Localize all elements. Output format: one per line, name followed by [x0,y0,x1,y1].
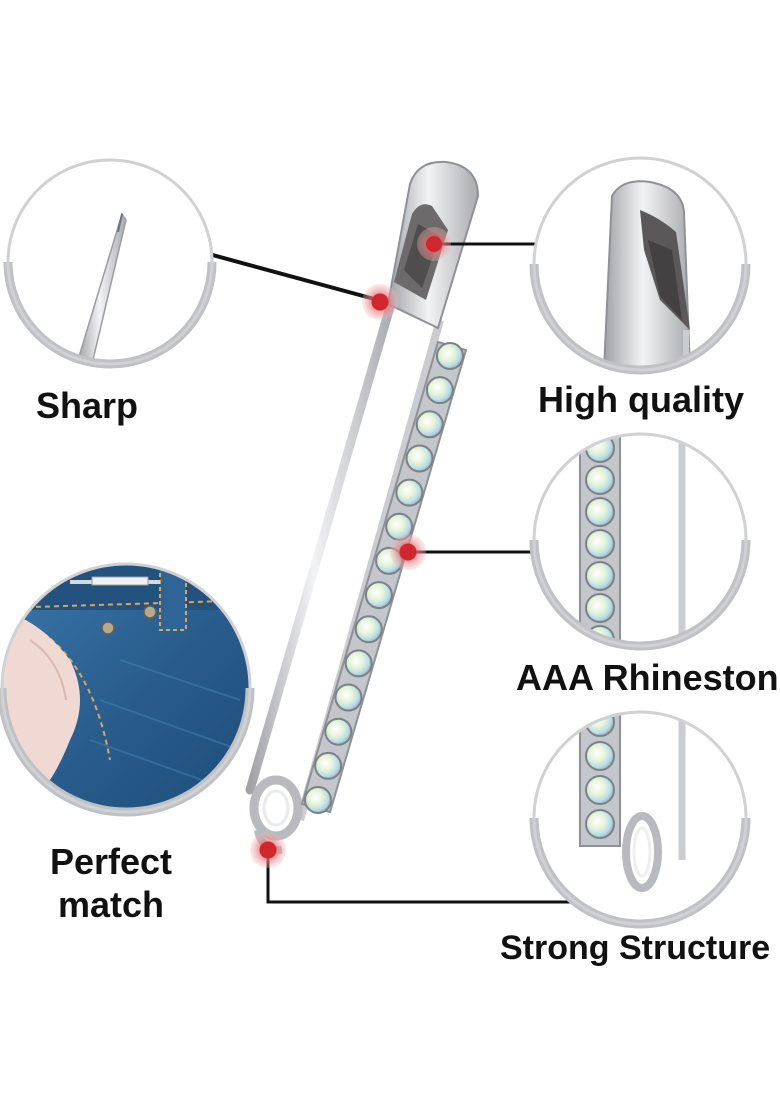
rhinestone [364,581,393,610]
rhinestone [304,786,332,814]
rhinestone [415,410,444,439]
callout-dot-structure [250,832,286,868]
rhinestone [405,444,434,473]
feature-label-sharp: Sharp [36,385,139,426]
structure-magnifier [529,710,751,929]
rhinestone-magnifier [529,432,751,651]
rhinestone [585,561,615,591]
main-safety-pin [245,160,480,855]
rhinestone [425,376,454,405]
callout-dot-rhinestone [390,534,426,570]
rhinestone [324,717,353,746]
sharp-magnifier [3,158,217,369]
rhinestone [585,593,615,623]
feature-label-perfect-match: Perfect match [36,840,186,926]
denim-jeans-photo [0,562,255,817]
high-quality-magnifier [529,156,751,375]
feature-label-perfect-match-line2: match [57,884,165,926]
rhinestone [334,683,363,712]
rhinestone [314,751,343,780]
rhinestone [344,649,373,678]
callout-dots [250,227,451,868]
rhinestone [585,465,615,495]
feature-label-perfect-match-line1: Perfect [49,841,173,882]
feature-label-rhinestone: AAA Rhinestone [516,657,780,698]
rhinestone-bar [300,340,468,814]
rhinestone [436,342,464,370]
rhinestone [585,809,615,839]
rhinestone-stones [304,342,464,814]
callout-dot-quality [417,227,451,261]
callout-dot-sharp [362,284,398,320]
rhinestone [395,478,424,507]
rhinestone [585,529,615,559]
rhinestone [585,775,615,805]
rhinestone [354,615,383,644]
rhinestone [585,741,615,771]
feature-label-strong-structure: Strong Structure [500,929,771,967]
rhinestone [585,497,615,527]
feature-label-high-quality: High quality [538,379,744,420]
rhinestone [585,712,615,737]
